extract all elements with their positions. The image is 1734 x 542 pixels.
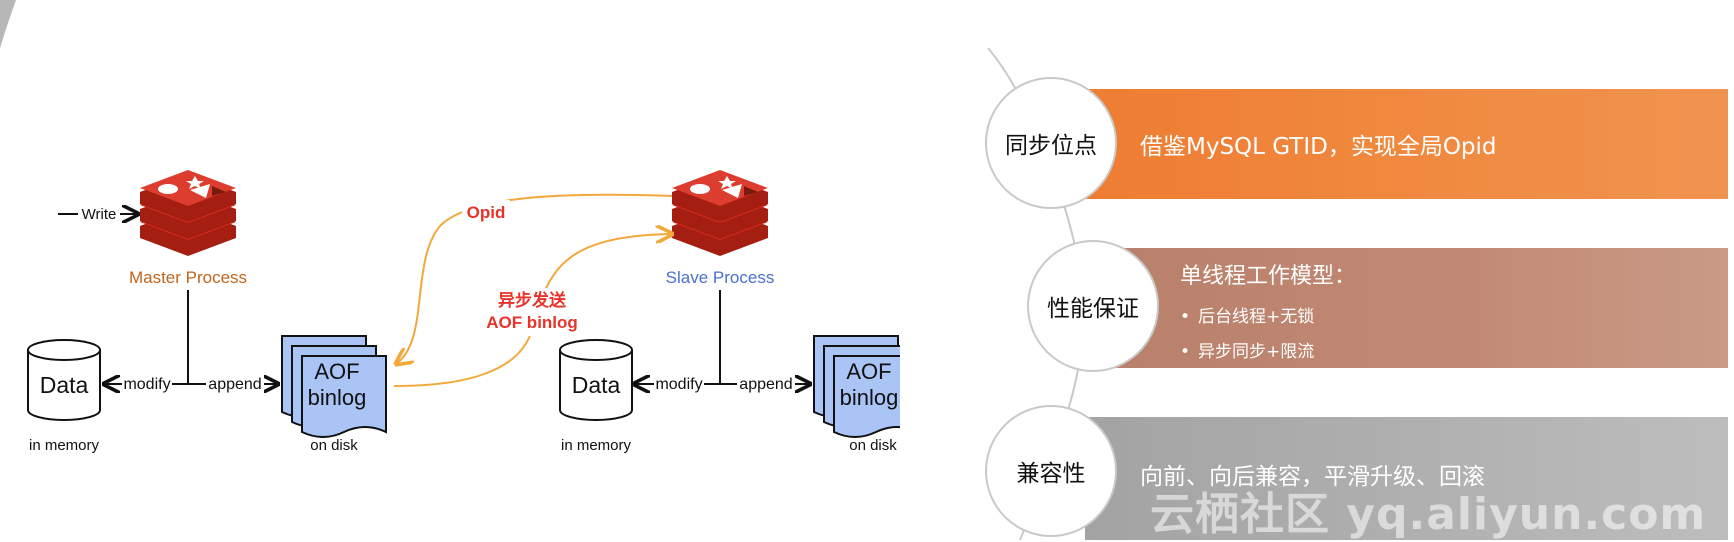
slave-on-disk-label: on disk xyxy=(849,437,897,454)
bullet-dot-icon: • xyxy=(1180,342,1191,362)
master-process-label: Master Process xyxy=(129,268,247,287)
slave-aof-line2: binlog xyxy=(840,385,899,410)
circle-label-performance: 性能保证 xyxy=(1027,240,1159,372)
circle-label-sync-point: 同步位点 xyxy=(985,77,1117,209)
slave-in-memory-label: in memory xyxy=(561,437,632,454)
master-data-label: Data xyxy=(40,372,89,398)
list-item: •后台线程+无锁 xyxy=(1180,307,1315,327)
feature-row-title: 单线程工作模型： xyxy=(1180,264,1357,289)
slave-append-label: append xyxy=(739,376,792,393)
opid-label: Opid xyxy=(467,203,506,222)
slave-modify-label: modify xyxy=(655,376,702,393)
feature-row-text: 向前、向后兼容，平滑升级、回滚 xyxy=(1140,464,1485,490)
feature-row-compatibility: 向前、向后兼容，平滑升级、回滚 xyxy=(1085,417,1728,540)
write-label: Write xyxy=(82,206,117,223)
bullet-dot-icon: • xyxy=(1180,307,1191,327)
master-in-memory-label: in memory xyxy=(29,437,100,454)
feature-bullet-list: •后台线程+无锁 •异步同步+限流 xyxy=(1180,302,1314,372)
master-aof-line1: AOF xyxy=(314,359,359,384)
master-modify-label: modify xyxy=(123,376,170,393)
slave-process-label: Slave Process xyxy=(666,268,775,287)
async-send-label-line2: AOF binlog xyxy=(486,313,578,332)
slave-aof-line1: AOF xyxy=(846,359,891,384)
opid-arrow xyxy=(396,193,673,364)
master-on-disk-label: on disk xyxy=(310,437,358,454)
feature-row-sync-point: 借鉴MySQL GTID，实现全局Opid xyxy=(1085,89,1728,199)
circle-label-compatibility: 兼容性 xyxy=(985,405,1117,537)
replication-diagram: Write Master Process modify append Data … xyxy=(0,0,900,454)
master-append-label: append xyxy=(208,376,261,393)
feature-row-text: 借鉴MySQL GTID，实现全局Opid xyxy=(1140,134,1497,160)
feature-row-performance: 单线程工作模型： •后台线程+无锁 •异步同步+限流 xyxy=(1085,248,1728,368)
list-item: •异步同步+限流 xyxy=(1180,342,1315,362)
watermark: 云栖社区 yq.aliyun.com xyxy=(1150,489,1707,540)
slave-redis-logo-icon xyxy=(672,170,768,256)
corner-decoration xyxy=(0,0,16,48)
async-send-label-line1: 异步发送 xyxy=(498,290,567,311)
master-aof-line2: binlog xyxy=(308,385,367,410)
master-redis-logo-icon xyxy=(140,170,236,256)
slave-data-label: Data xyxy=(572,372,621,398)
